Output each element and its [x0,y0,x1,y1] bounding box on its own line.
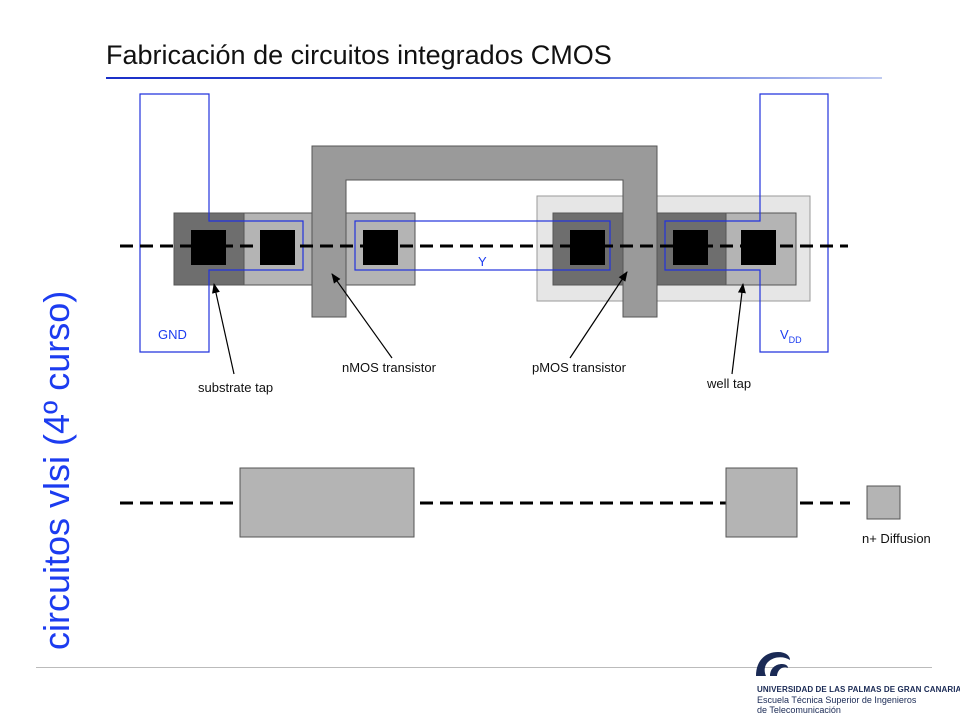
nmos-transistor-label: nMOS transistor [342,360,437,375]
well-tap-label: well tap [706,376,751,391]
n-diffusion-region [725,467,798,538]
gnd-label: GND [158,327,187,342]
title-underline [106,77,882,79]
vdd-label: VDD [780,327,802,345]
n-diffusion-region [239,467,415,538]
n-diffusion-legend-swatch [866,485,901,520]
gnd-metal [139,93,304,353]
y-label: Y [478,254,487,269]
vdd-metal [664,93,829,353]
slide-title: Fabricación de circuitos integrados CMOS [106,40,612,70]
pmos-transistor-label: pMOS transistor [532,360,627,375]
n-diffusion-legend-label: n+ Diffusion [862,531,931,546]
substrate-tap-label: substrate tap [198,380,273,395]
well-tap-diffusion [725,212,797,286]
footer-rule [36,667,932,668]
school-name-line2: de Telecomunicación [757,705,841,715]
well-tap-arrow [731,283,746,375]
substrate-tap-arrow [212,283,235,375]
university-logo-icon [756,652,790,676]
poly-gate [311,145,658,318]
pmos-arrow [569,271,628,359]
school-name-line1: Escuela Técnica Superior de Ingenieros [757,695,917,705]
nmos-arrow [331,273,393,359]
university-name: UNIVERSIDAD DE LAS PALMAS DE GRAN CANARI… [757,685,960,694]
